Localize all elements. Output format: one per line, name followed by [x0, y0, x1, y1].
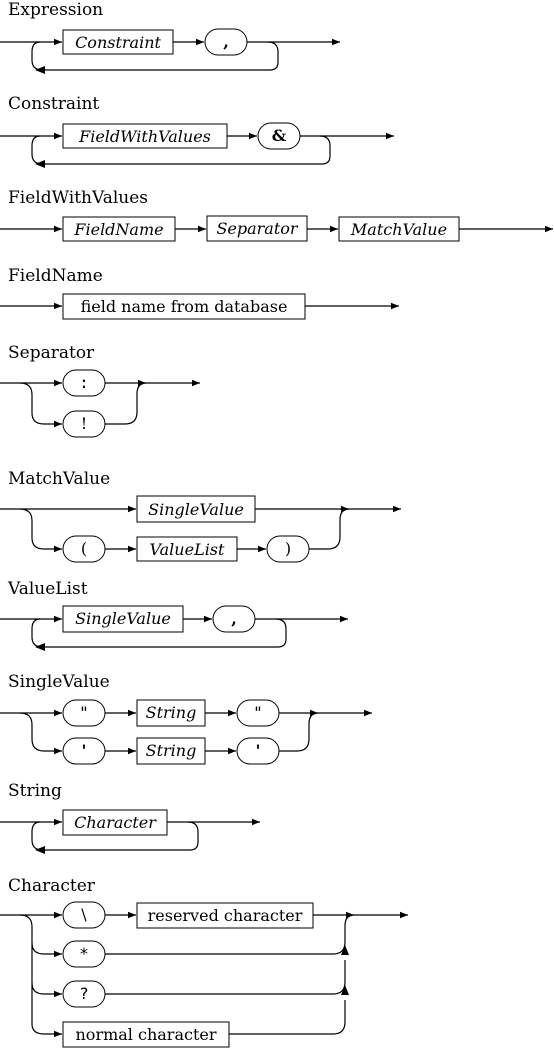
terminal-comma: ,: [204, 28, 248, 56]
rule-string: String Character: [0, 781, 260, 854]
rule-constraint: Constraint FieldWithValues &: [0, 94, 394, 168]
terminal-rparen: ): [266, 535, 310, 563]
nonterminal-separator: Separator: [206, 215, 308, 242]
terminal-squote-open: ': [62, 737, 106, 765]
svg-text:&: &: [272, 126, 287, 145]
nonterminal-field-name: FieldName: [62, 216, 176, 242]
terminal-colon: :: [62, 369, 106, 397]
terminal-comma: ,: [212, 605, 256, 633]
rule-match-value: MatchValue SingleValue ( ValueList ): [0, 469, 401, 563]
rule-title-match-value: MatchValue: [8, 469, 110, 489]
rule-separator: Separator : !: [0, 343, 200, 438]
svg-text:*: *: [79, 944, 89, 963]
rule-single-value: SingleValue " String " ' String: [0, 672, 372, 765]
svg-text:FieldWithValues: FieldWithValues: [78, 127, 211, 146]
svg-text::: :: [79, 373, 89, 392]
svg-text:\: \: [81, 905, 87, 924]
nonterminal-constraint: Constraint: [62, 29, 174, 55]
svg-text:": ": [253, 703, 263, 722]
nonterminal-character: Character: [62, 809, 168, 836]
svg-text:?: ?: [79, 984, 89, 1003]
rule-expression: Expression Constraint ,: [0, 0, 340, 74]
terminal-dquote-close: ": [236, 699, 280, 727]
nonterminal-string: String: [136, 737, 206, 765]
terminal-bang: !: [62, 410, 106, 438]
terminal-normal-character: normal character: [62, 1021, 230, 1048]
terminal-question: ?: [62, 980, 106, 1008]
svg-text:String: String: [146, 703, 197, 722]
rule-title-field-with-values: FieldWithValues: [8, 188, 148, 208]
rule-title-character: Character: [8, 876, 96, 896]
rule-title-string: String: [8, 781, 62, 801]
rule-title-single-value: SingleValue: [8, 672, 110, 692]
terminal-dquote-open: ": [62, 699, 106, 727]
rule-field-with-values: FieldWithValues FieldName Separator Matc…: [0, 188, 553, 242]
rule-value-list: ValueList SingleValue ,: [0, 579, 348, 651]
svg-text:reserved character: reserved character: [148, 906, 303, 925]
rule-character: Character \ reserved character * ? norma…: [0, 876, 408, 1048]
svg-text:MatchValue: MatchValue: [350, 220, 447, 239]
svg-text:!: !: [81, 414, 87, 433]
svg-text:': ': [82, 741, 87, 760]
nonterminal-single-value: SingleValue: [136, 495, 256, 523]
svg-text:String: String: [146, 741, 197, 760]
svg-text:FieldName: FieldName: [73, 220, 163, 239]
svg-text:SingleValue: SingleValue: [75, 609, 171, 628]
svg-text:Character: Character: [74, 813, 157, 832]
svg-text:Constraint: Constraint: [75, 33, 161, 52]
nonterminal-value-list: ValueList: [136, 536, 238, 562]
terminal-squote-close: ': [236, 737, 280, 765]
svg-text:): ): [285, 539, 291, 558]
rule-title-separator: Separator: [8, 343, 95, 363]
svg-text:,: ,: [231, 609, 237, 628]
svg-text:Separator: Separator: [216, 219, 298, 238]
svg-text:field name from database: field name from database: [81, 297, 288, 316]
terminal-db-field-name: field name from database: [62, 293, 306, 320]
svg-text:normal character: normal character: [76, 1025, 217, 1044]
svg-text:SingleValue: SingleValue: [148, 500, 244, 519]
terminal-lparen: (: [62, 535, 106, 563]
rule-title-constraint: Constraint: [8, 94, 99, 114]
nonterminal-field-with-values: FieldWithValues: [62, 123, 228, 149]
svg-text:': ': [256, 741, 261, 760]
rule-title-field-name: FieldName: [8, 266, 103, 286]
svg-text:": ": [79, 703, 89, 722]
svg-text:(: (: [81, 539, 87, 558]
terminal-reserved-character: reserved character: [136, 902, 314, 929]
terminal-backslash: \: [62, 901, 106, 929]
nonterminal-single-value: SingleValue: [62, 605, 184, 633]
rule-field-name: FieldName field name from database: [0, 266, 399, 320]
rule-title-value-list: ValueList: [7, 579, 88, 599]
rule-title-expression: Expression: [8, 0, 103, 20]
terminal-star: *: [62, 940, 106, 968]
svg-text:ValueList: ValueList: [150, 540, 225, 559]
nonterminal-match-value: MatchValue: [338, 216, 460, 242]
nonterminal-string: String: [136, 699, 206, 727]
terminal-ampersand: &: [257, 122, 301, 150]
svg-text:,: ,: [223, 32, 229, 51]
